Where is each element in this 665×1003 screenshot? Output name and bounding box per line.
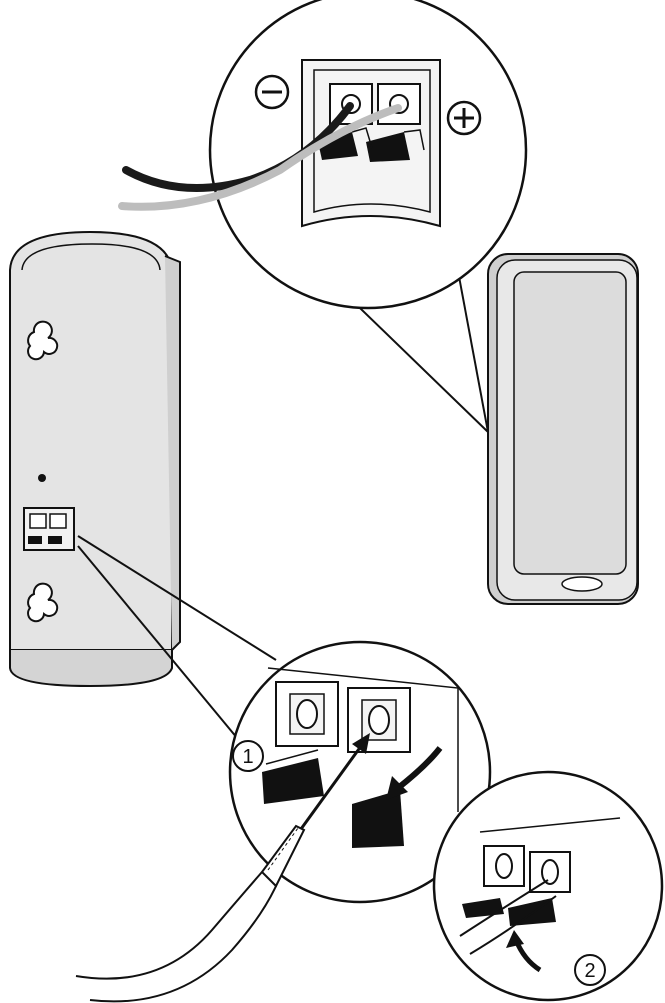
positive-polarity-symbol	[446, 100, 482, 136]
speaker-cable	[75, 824, 306, 1003]
svg-text:1: 1	[242, 746, 253, 768]
keyhole-mount-top	[27, 320, 59, 361]
step-1-label: 1	[232, 740, 264, 772]
lower-callout-leader	[77, 535, 277, 757]
rear-port-dot	[38, 474, 46, 482]
front-logo-badge	[561, 576, 603, 592]
terminal-closeup-locked	[432, 770, 664, 1002]
speaker-rear-view	[9, 230, 181, 688]
svg-text:2: 2	[584, 960, 595, 982]
negative-polarity-symbol	[254, 74, 290, 110]
keyhole-mount-bottom	[27, 582, 59, 623]
rear-terminal-small	[23, 507, 75, 551]
speaker-front-view	[487, 253, 639, 605]
terminal-closeup-upper	[118, 0, 528, 310]
step-2-label: 2	[574, 954, 606, 986]
wire-positive	[118, 104, 402, 211]
